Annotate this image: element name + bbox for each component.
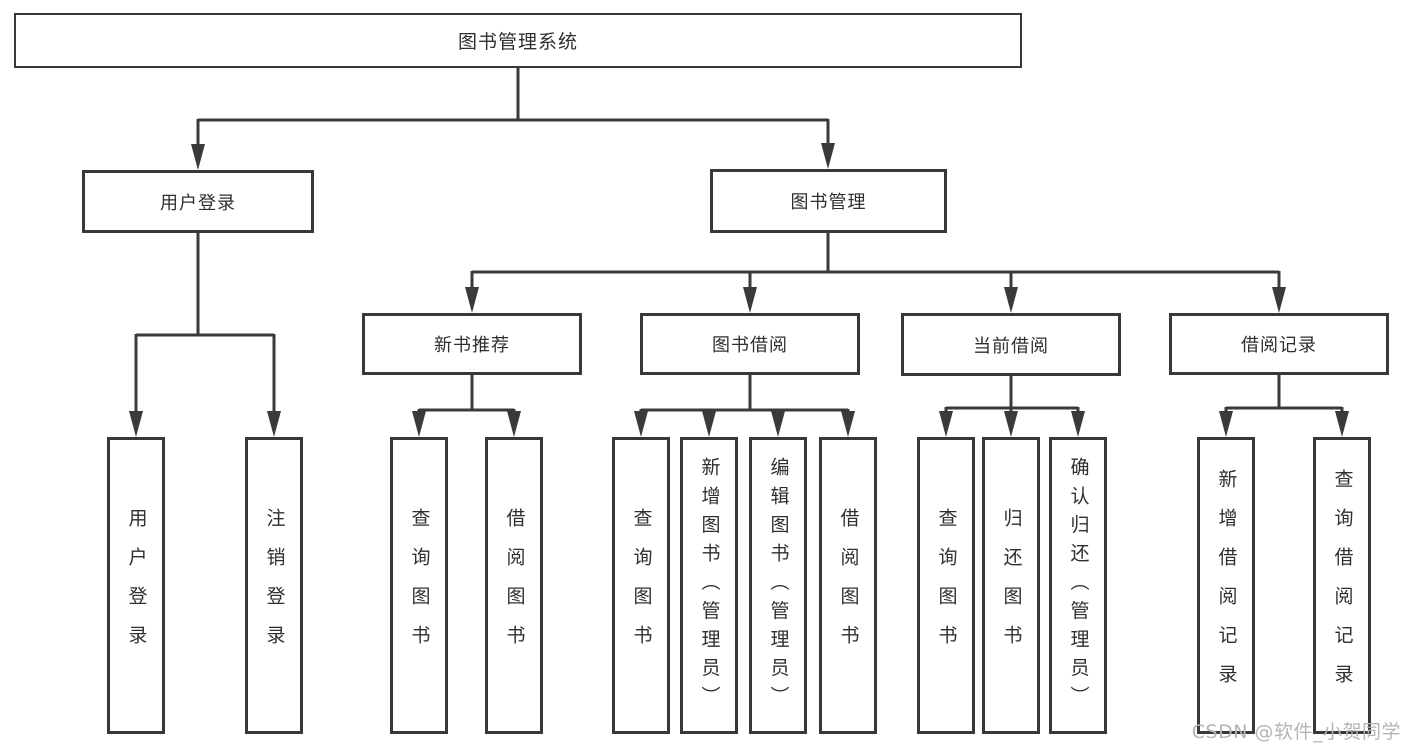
node-label: 图书借阅 bbox=[712, 335, 788, 356]
leaf-query-borrow-record: 查询借阅记录 bbox=[1313, 437, 1371, 734]
node-label: 注销登录 bbox=[263, 507, 286, 664]
node-label: 借阅图书 bbox=[503, 507, 526, 664]
leaf-confirm-return-admin: 确认归还（管理员） bbox=[1049, 437, 1107, 734]
leaf-query-books-3: 查询图书 bbox=[917, 437, 975, 734]
node-system-root: 图书管理系统 bbox=[14, 13, 1022, 68]
node-label: 编辑图书（管理员） bbox=[767, 456, 790, 715]
node-label: 用户登录 bbox=[125, 507, 148, 664]
node-label: 图书管理系统 bbox=[457, 31, 578, 53]
node-label: 用户登录 bbox=[160, 192, 236, 214]
node-label: 新增图书（管理员） bbox=[698, 456, 721, 715]
node-book-management-branch: 图书管理 bbox=[710, 169, 947, 233]
leaf-return-books: 归还图书 bbox=[982, 437, 1040, 734]
node-book-borrow: 图书借阅 bbox=[640, 313, 860, 375]
node-borrow-record: 借阅记录 bbox=[1169, 313, 1389, 375]
node-label: 当前借阅 bbox=[973, 335, 1049, 357]
node-label: 确认归还（管理员） bbox=[1067, 456, 1090, 715]
leaf-borrow-books-1: 借阅图书 bbox=[485, 437, 543, 734]
node-label: 查询图书 bbox=[408, 507, 431, 664]
node-label: 查询借阅记录 bbox=[1331, 468, 1354, 703]
node-label: 归还图书 bbox=[1000, 507, 1023, 664]
node-label: 借阅图书 bbox=[837, 507, 860, 664]
node-new-book-recommend: 新书推荐 bbox=[362, 313, 582, 375]
node-label: 查询图书 bbox=[935, 507, 958, 664]
leaf-user-login: 用户登录 bbox=[107, 437, 165, 734]
leaf-borrow-books-2: 借阅图书 bbox=[819, 437, 877, 734]
csdn-watermark: CSDN @软件_小贺同学 bbox=[1191, 721, 1401, 743]
leaf-query-books-1: 查询图书 bbox=[390, 437, 448, 734]
leaf-add-books-admin: 新增图书（管理员） bbox=[680, 437, 738, 734]
leaf-logout: 注销登录 bbox=[245, 437, 303, 734]
leaf-query-books-2: 查询图书 bbox=[612, 437, 670, 734]
node-label: 新增借阅记录 bbox=[1215, 468, 1238, 703]
leaf-edit-books-admin: 编辑图书（管理员） bbox=[749, 437, 807, 734]
node-current-borrow: 当前借阅 bbox=[901, 313, 1121, 376]
node-user-login-branch: 用户登录 bbox=[82, 170, 314, 233]
node-label: 借阅记录 bbox=[1241, 335, 1317, 356]
node-label: 查询图书 bbox=[630, 507, 653, 664]
node-label: 图书管理 bbox=[790, 192, 867, 213]
node-label: 新书推荐 bbox=[434, 335, 510, 356]
leaf-add-borrow-record: 新增借阅记录 bbox=[1197, 437, 1255, 734]
